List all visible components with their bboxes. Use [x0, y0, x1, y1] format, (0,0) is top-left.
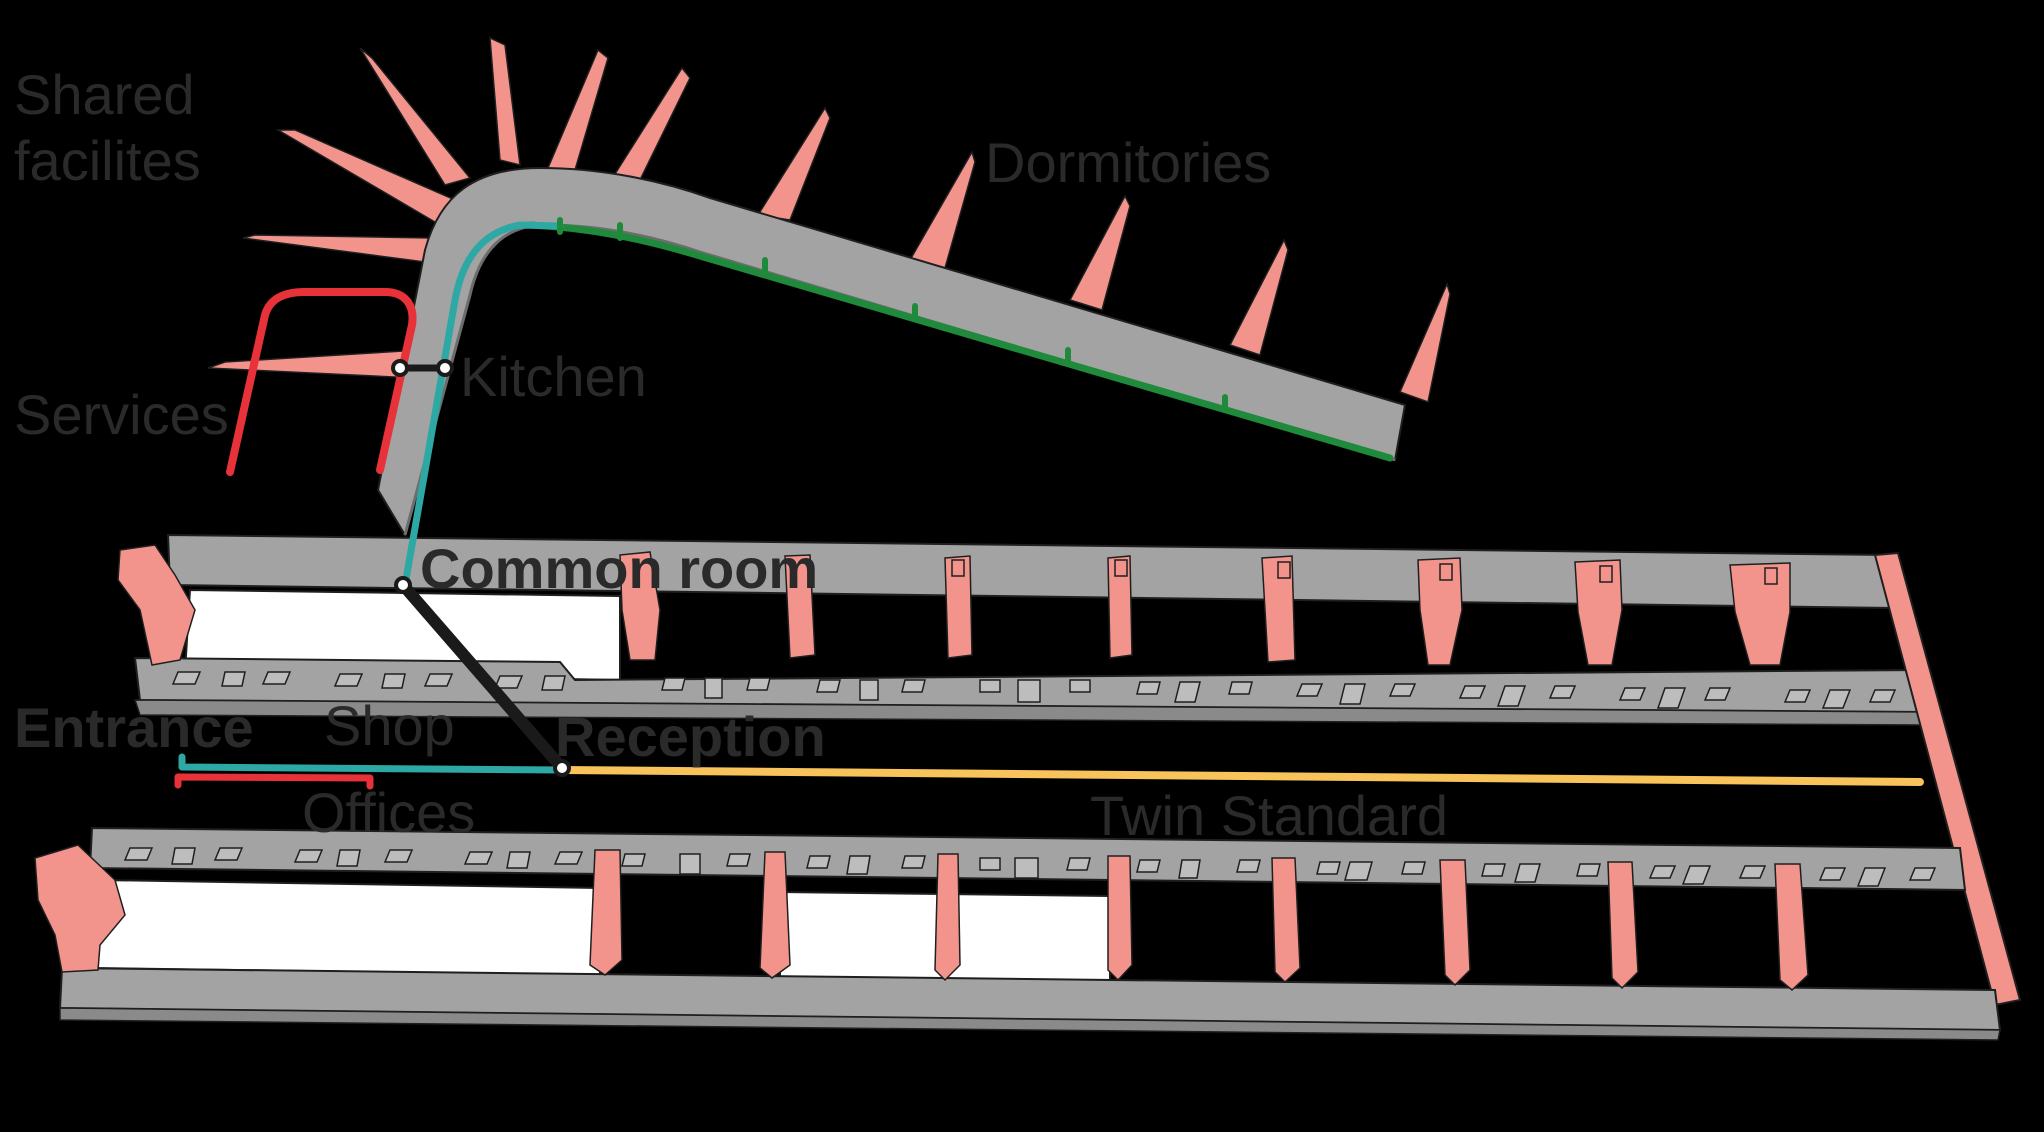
lower-windows	[123, 847, 1937, 887]
route-nodes	[391, 359, 571, 777]
middle-partitions	[117, 544, 1791, 666]
lower-white-floor-1	[93, 878, 601, 977]
route-teal-main	[401, 221, 564, 589]
dormitory-walls	[756, 106, 1451, 403]
label-shared-line2: facilites	[14, 129, 201, 192]
route-red-entrance	[174, 773, 374, 790]
routes	[174, 217, 1924, 790]
route-yellow-twin	[558, 766, 1924, 786]
label-common-room: Common room	[420, 537, 818, 600]
route-red-services	[226, 288, 417, 476]
label-shop: Shop	[324, 694, 455, 757]
middle-windows	[171, 671, 1897, 709]
lower-partitions	[34, 844, 1809, 992]
label-services: Services	[14, 383, 229, 446]
route-black-reception	[397, 579, 568, 774]
label-entrance: Entrance	[14, 696, 254, 759]
upper-wing	[207, 36, 1451, 538]
label-dormitories: Dormitories	[985, 131, 1271, 194]
label-shared-line1: Shared	[14, 63, 195, 126]
label-twin-standard: Twin Standard	[1090, 784, 1448, 847]
lower-front-wall-top	[59, 1007, 2001, 1041]
lower-building	[34, 826, 2002, 1041]
labels: Shared facilites Dormitories Kitchen Ser…	[14, 63, 1448, 847]
label-kitchen: Kitchen	[460, 345, 647, 408]
label-reception: Reception	[555, 705, 826, 768]
route-teal-entrance	[178, 753, 566, 774]
label-offices: Offices	[302, 781, 475, 844]
route-tick-marks	[557, 217, 1228, 412]
middle-door-marks	[951, 559, 1778, 585]
